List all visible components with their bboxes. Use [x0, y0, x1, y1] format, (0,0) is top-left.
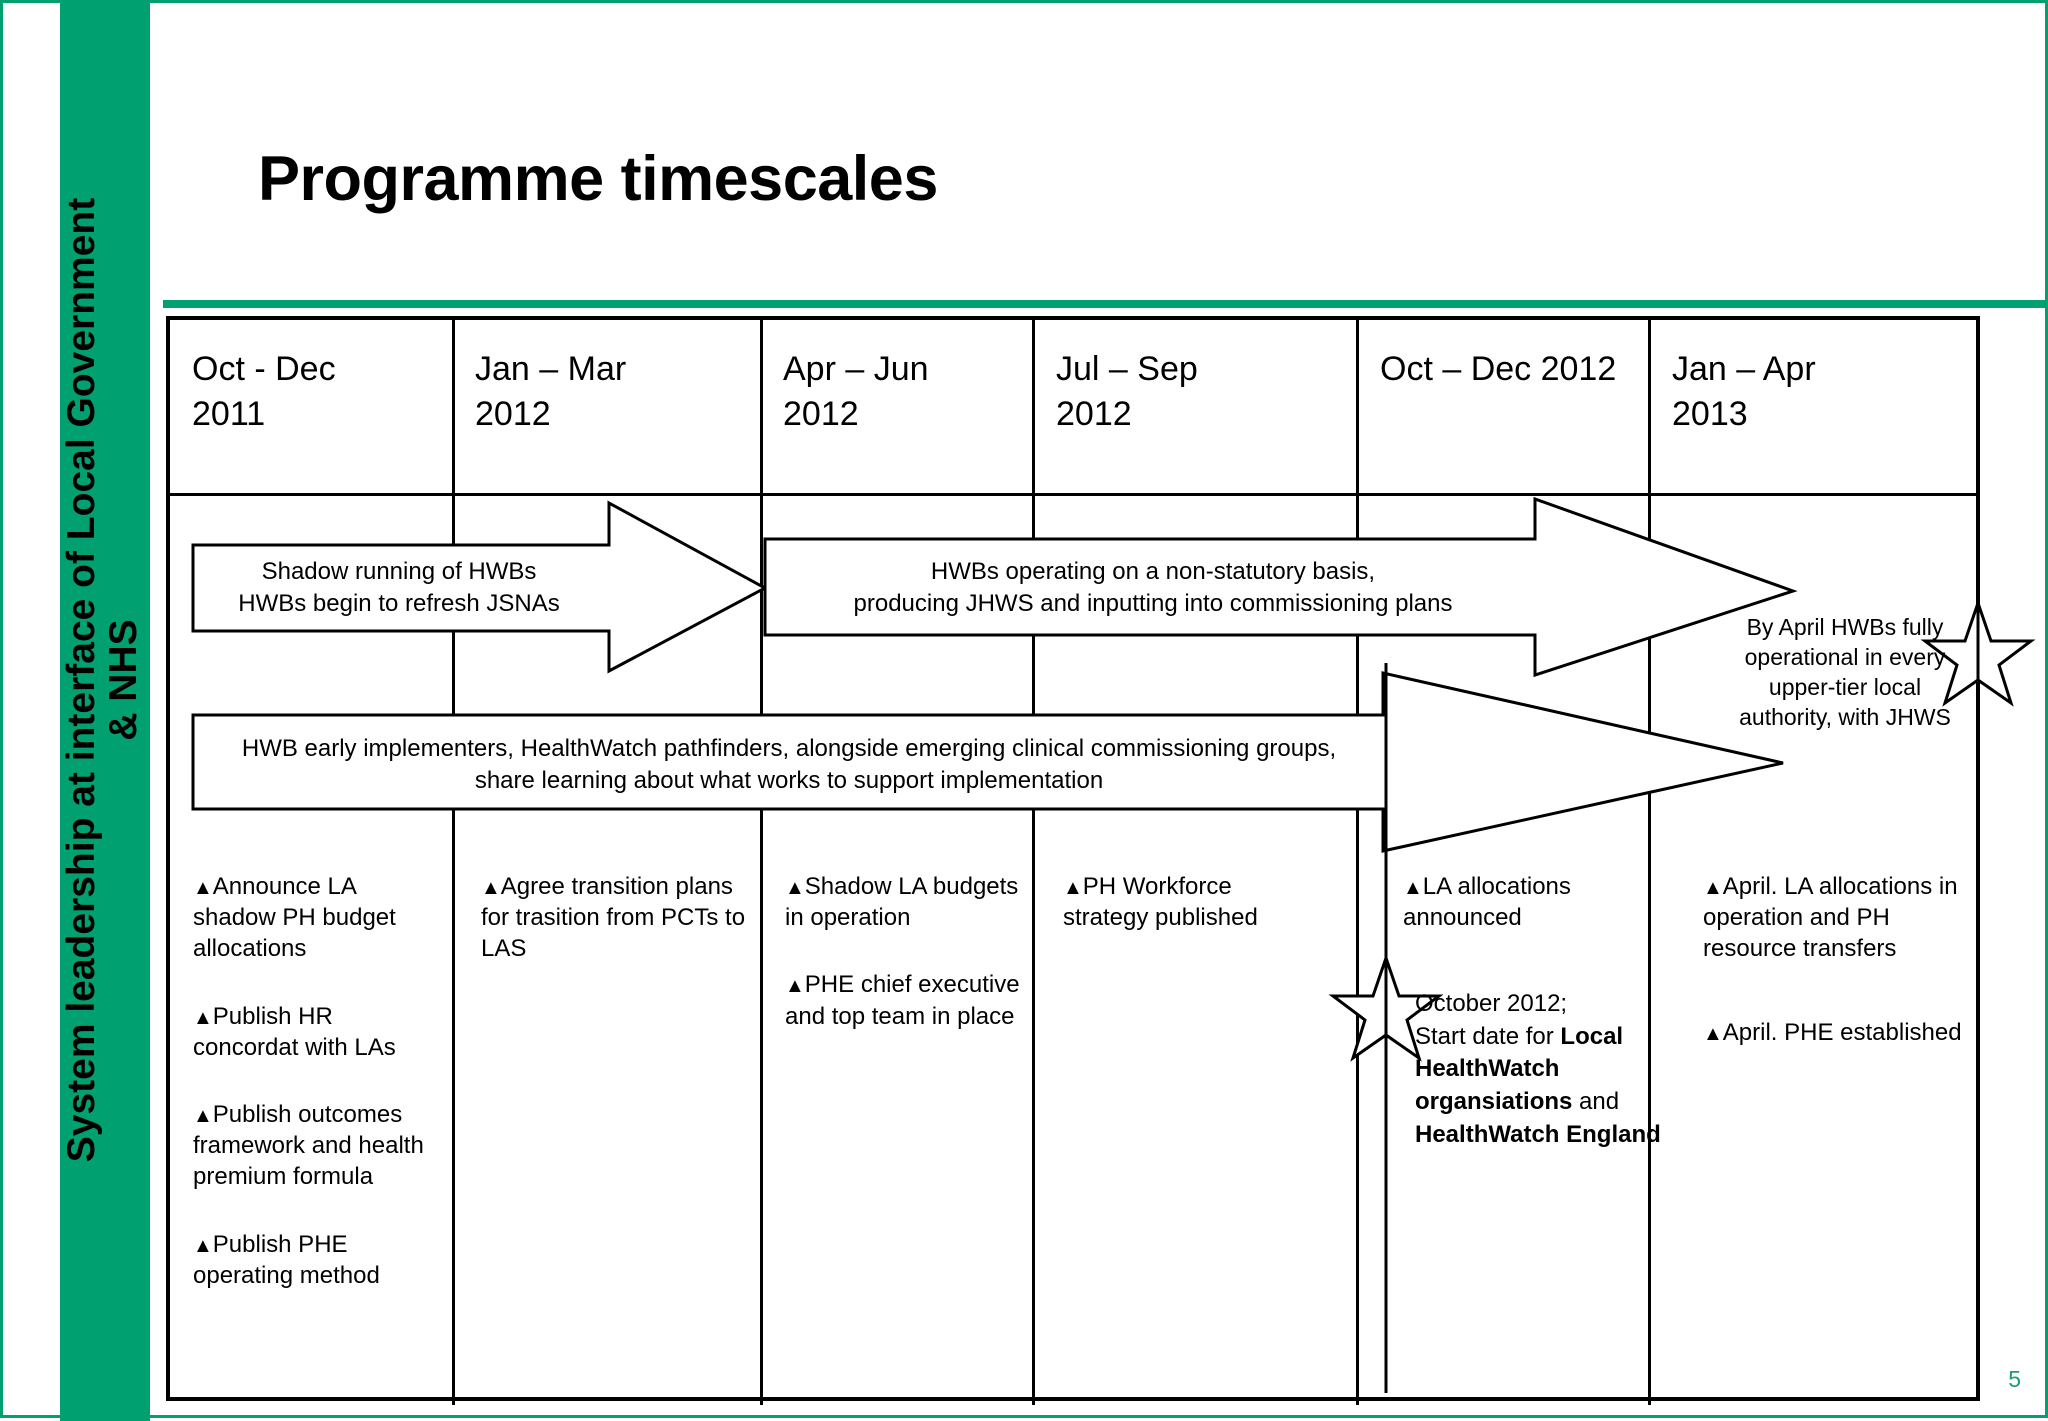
- note-october-prefix: Start date for: [1415, 1022, 1561, 1050]
- triangle-bullet-icon: ▲: [193, 1006, 213, 1029]
- triangle-bullet-icon: ▲: [785, 975, 805, 998]
- column-header-0: Oct - Dec 2011: [192, 347, 336, 437]
- list-item: ▲Announce LA shadow PH budget allocation…: [193, 871, 443, 965]
- list-item: ▲Publish outcomes framework and health p…: [193, 1099, 443, 1193]
- arrow-label-3-line2: share learning about what works to suppo…: [474, 766, 1104, 794]
- column-header-3: Jul – Sep 2012: [1056, 347, 1198, 437]
- arrow-label-3-line1: HWB early implementers, HealthWatch path…: [241, 735, 1337, 762]
- column-header-4: Oct – Dec 2012: [1380, 347, 1616, 392]
- header-line2: 2012: [475, 394, 551, 433]
- note-by-april: By April HWBs fully operational in every…: [1725, 613, 1965, 733]
- column-bullets-5: ▲April. LA allocations in operation and …: [1703, 871, 1973, 1048]
- note-by-april-text: By April HWBs fully operational in every…: [1739, 614, 1951, 730]
- arrow-label-1: Shadow running of HWBs HWBs begin to ref…: [199, 556, 599, 620]
- list-item-text: Shadow LA budgets in operation: [785, 873, 1019, 932]
- column-bullets-2: ▲Shadow LA budgets in operation ▲PHE chi…: [785, 871, 1035, 1032]
- header-line1: Apr – Jun: [783, 350, 929, 388]
- triangle-bullet-icon: ▲: [1703, 877, 1723, 899]
- column-divider-3: [1032, 320, 1035, 1405]
- header-line2: 2011: [192, 394, 266, 433]
- list-item-text: PHE chief executive and top team in plac…: [785, 971, 1020, 1030]
- note-october-line2: Start date for Local HealthWatch organsi…: [1415, 1021, 1665, 1152]
- arrow-label-2-line2: producing JHWS and inputting into commis…: [853, 589, 1453, 617]
- header-line1: Jan – Apr: [1672, 350, 1816, 388]
- page-number: 5: [2008, 1366, 2021, 1392]
- header-line2: 2012: [1056, 394, 1132, 433]
- arrow-label-2: HWBs operating on a non-statutory basis,…: [773, 556, 1533, 620]
- triangle-bullet-icon: ▲: [193, 1104, 213, 1127]
- column-bullets-3: ▲PH Workforce strategy published: [1063, 871, 1313, 933]
- header-line1: Jan – Mar: [475, 350, 627, 388]
- list-item-text: Publish HR concordat with LAs: [193, 1002, 396, 1061]
- note-october-2012: October 2012; Start date for Local Healt…: [1415, 988, 1665, 1151]
- title-divider: [163, 300, 2048, 308]
- list-item: ▲Agree transition plans for trasition fr…: [481, 871, 751, 965]
- note-october-bold1: Local HealthWatch organsiations: [1415, 1022, 1624, 1115]
- header-divider: [170, 493, 1976, 496]
- page-title: Programme timescales: [258, 144, 938, 214]
- title-area: Programme timescales: [163, 23, 2048, 308]
- list-item: ▲Publish HR concordat with LAs: [193, 1001, 443, 1063]
- column-header-2: Apr – Jun 2012: [783, 347, 929, 437]
- list-item-text: Publish PHE operating method: [193, 1230, 380, 1289]
- list-item-text: Publish outcomes framework and health pr…: [193, 1100, 424, 1191]
- list-item: ▲April. LA allocations in operation and …: [1703, 871, 1973, 965]
- timeline-table: Oct - Dec 2011 Jan – Mar 2012 Apr – Jun …: [166, 316, 1980, 1405]
- arrow-label-1-line2: HWBs begin to refresh JSNAs: [238, 589, 560, 617]
- column-divider-4: [1356, 320, 1359, 1405]
- triangle-bullet-icon: ▲: [193, 1234, 213, 1257]
- column-bullets-0: ▲Announce LA shadow PH budget allocation…: [193, 871, 443, 1291]
- arrow-label-1-line1: Shadow running of HWBs: [261, 558, 537, 585]
- list-item-text: PH Workforce strategy published: [1063, 873, 1258, 932]
- column-header-1: Jan – Mar 2012: [475, 347, 626, 437]
- header-line1: Oct - Dec: [192, 350, 336, 388]
- list-item: ▲PH Workforce strategy published: [1063, 871, 1313, 933]
- list-item-text: Announce LA shadow PH budget allocations: [193, 873, 396, 963]
- list-item: ▲LA allocations announced: [1403, 871, 1653, 933]
- list-item: ▲Shadow LA budgets in operation: [785, 871, 1035, 933]
- column-bullets-1: ▲Agree transition plans for trasition fr…: [481, 871, 751, 965]
- header-line2: 2012: [783, 394, 859, 433]
- note-october-mid: and: [1572, 1087, 1620, 1115]
- arrow-label-3: HWB early implementers, HealthWatch path…: [199, 733, 1379, 797]
- note-october-line1: October 2012;: [1415, 990, 1568, 1017]
- sidebar-vertical-label: System leadership at interface of Local …: [59, 197, 145, 1163]
- list-item: ▲PHE chief executive and top team in pla…: [785, 969, 1035, 1031]
- column-divider-2: [760, 320, 763, 1405]
- column-divider-5: [1648, 320, 1651, 1405]
- header-line1: Oct – Dec 2012: [1380, 350, 1617, 388]
- column-bullets-4: ▲LA allocations announced: [1403, 871, 1653, 933]
- triangle-bullet-icon: ▲: [1403, 877, 1423, 899]
- list-item-text: April. LA allocations in operation and P…: [1703, 873, 1958, 963]
- column-header-5: Jan – Apr 2013: [1672, 347, 1816, 437]
- triangle-bullet-icon: ▲: [193, 877, 213, 899]
- triangle-bullet-icon: ▲: [1063, 877, 1083, 899]
- note-october-bold2: HealthWatch England: [1415, 1120, 1661, 1148]
- list-item-text: LA allocations announced: [1403, 873, 1571, 932]
- column-divider-1: [452, 320, 455, 1405]
- list-item: ▲Publish PHE operating method: [193, 1229, 443, 1291]
- header-line1: Jul – Sep: [1056, 350, 1198, 388]
- triangle-bullet-icon: ▲: [785, 877, 805, 899]
- arrow-label-2-line1: HWBs operating on a non-statutory basis,: [930, 558, 1376, 585]
- list-item-text: Agree transition plans for trasition fro…: [481, 873, 746, 963]
- header-line2: 2013: [1672, 394, 1748, 433]
- triangle-bullet-icon: ▲: [481, 877, 501, 899]
- list-item-text: April. PHE established: [1722, 1018, 1962, 1046]
- triangle-bullet-icon: ▲: [1703, 1022, 1723, 1045]
- sidebar-band: System leadership at interface of Local …: [60, 3, 150, 1421]
- list-item: ▲April. PHE established: [1703, 1017, 1973, 1048]
